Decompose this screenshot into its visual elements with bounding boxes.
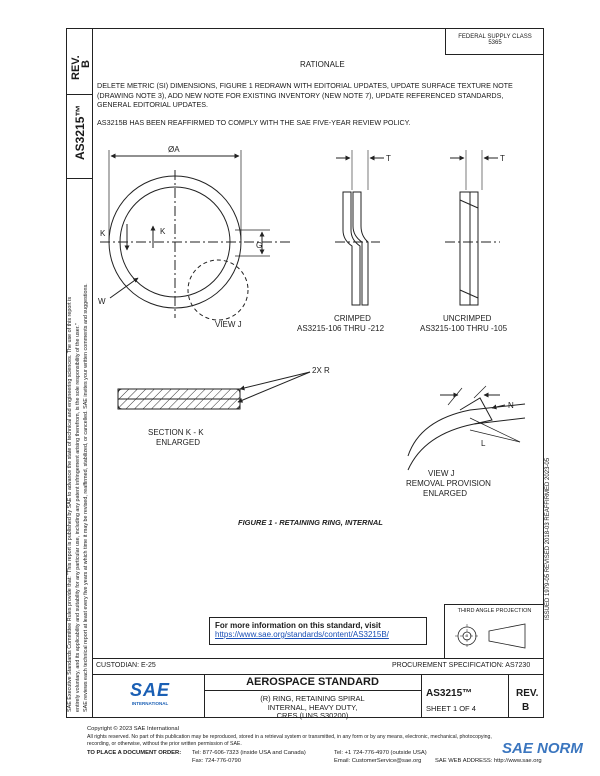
footer-copyright: Copyright © 2023 SAE International xyxy=(87,726,179,732)
view-j2-3: ENLARGED xyxy=(423,489,467,498)
uncrimped-label: UNCRIMPED xyxy=(443,314,492,323)
drawing-frame xyxy=(66,28,544,718)
rationale-para2: AS3215B HAS BEEN REAFFIRMED TO COMPLY WI… xyxy=(97,118,411,127)
projection-symbol xyxy=(455,623,526,649)
standard-heading: AEROSPACE STANDARD xyxy=(204,676,421,691)
custodian-label: CUSTODIAN: E-25 xyxy=(96,662,156,669)
fsc-line1: FEDERAL SUPPLY CLASS xyxy=(458,34,532,40)
sae-logo-text: SAE xyxy=(129,680,170,700)
figure-caption: FIGURE 1 - RETAINING RING, INTERNAL xyxy=(238,518,383,527)
section-kk-1: SECTION K - K xyxy=(148,428,204,437)
w-label: W xyxy=(98,297,106,306)
l-label: L xyxy=(481,439,486,448)
projection-label: THIRD ANGLE PROJECTION xyxy=(457,608,532,614)
rationale-para1: DELETE METRIC (SI) DIMENSIONS, FIGURE 1 … xyxy=(97,81,513,109)
k-right-label: K xyxy=(160,227,166,236)
title-block-top xyxy=(92,658,544,659)
uncrimped-range: AS3215-100 THRU -105 xyxy=(420,324,508,333)
section-kk-2: ENLARGED xyxy=(156,438,200,447)
footer-rights: All rights reserved. No part of this pub… xyxy=(87,734,492,740)
crimped-label: CRIMPED xyxy=(334,314,371,323)
title-line3: CRES (UNS S30200) xyxy=(276,711,349,720)
view-j2-1: VIEW J xyxy=(428,469,455,478)
rev-label: REV. xyxy=(516,688,539,699)
projection-box: THIRD ANGLE PROJECTION xyxy=(444,604,544,658)
sheet-label: SHEET 1 OF 4 xyxy=(426,704,476,713)
k-left-label: K xyxy=(100,229,106,238)
footer-rights2: recording, or otherwise, without the pri… xyxy=(87,741,242,747)
view-j-label: VIEW J xyxy=(215,320,242,329)
info-line: For more information on this standard, v… xyxy=(215,621,381,630)
footer-email: Email: CustomerService@sae.org xyxy=(334,758,422,764)
title-divider-2 xyxy=(421,674,422,718)
fsc-box: FEDERAL SUPPLY CLASS 5365 xyxy=(445,28,544,55)
fsc-line2: 5365 xyxy=(488,40,502,46)
sae-norm-watermark: SAE NORM xyxy=(502,740,583,757)
side-divider-h1 xyxy=(66,94,93,95)
rev-value: B xyxy=(522,702,530,713)
title-divider-1 xyxy=(204,674,205,718)
footer-fax: Fax: 724-776-0790 xyxy=(192,758,241,764)
info-link[interactable]: https://www.sae.org/standards/content/AS… xyxy=(215,630,389,639)
footer-order-label: TO PLACE A DOCUMENT ORDER: xyxy=(87,750,182,756)
doc-number: AS3215™ xyxy=(426,688,473,699)
title-block-mid xyxy=(92,674,544,675)
g-label: G xyxy=(256,241,262,250)
info-box: For more information on this standard, v… xyxy=(209,617,427,645)
dim-t1-label: T xyxy=(386,154,391,163)
footer-tel1: Tel: 877-606-7323 (inside USA and Canada… xyxy=(192,750,306,756)
rationale-heading: RATIONALE xyxy=(300,60,345,69)
side-divider xyxy=(92,28,93,718)
view-j2-2: REMOVAL PROVISION xyxy=(406,479,491,488)
title-line2: INTERNAL, HEAVY DUTY, xyxy=(267,703,358,712)
title-line1: (R) RING, RETAINING SPIRAL xyxy=(260,694,365,703)
footer-tel2: Tel: +1 724-776-4970 (outside USA) xyxy=(334,750,427,756)
sae-logo-sub: INTERNATIONAL xyxy=(131,701,169,706)
two-x-r-label: 2X R xyxy=(312,366,330,375)
footer-web: SAE WEB ADDRESS: http://www.sae.org xyxy=(435,758,542,764)
sae-logo: SAE INTERNATIONAL xyxy=(122,680,178,706)
title-divider-3 xyxy=(508,674,509,718)
crimped-range: AS3215-106 THRU -212 xyxy=(297,324,385,333)
dim-t2-label: T xyxy=(500,154,505,163)
dim-a-label: ØA xyxy=(168,145,180,154)
n-label: N xyxy=(508,401,514,410)
procurement-label: PROCUREMENT SPECIFICATION: AS7230 xyxy=(392,662,531,669)
side-divider-h2 xyxy=(66,178,93,179)
